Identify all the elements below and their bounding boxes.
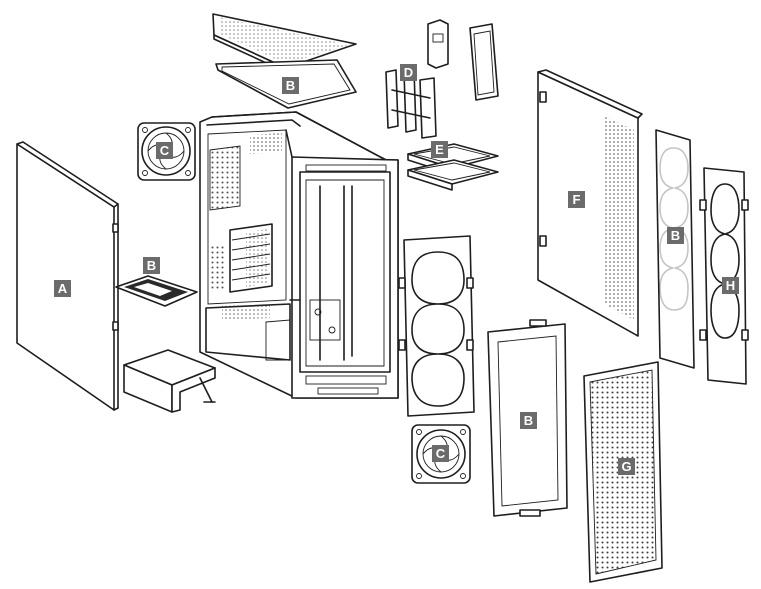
callout-h: H: [722, 277, 739, 294]
side-fan-filter: [655, 129, 695, 369]
side-radiator-bracket: [699, 167, 749, 385]
callout-d: D: [400, 64, 417, 81]
callout-c-top-fan: C: [156, 142, 173, 159]
expansion-slots: [229, 223, 273, 293]
psu-shroud-cover: [123, 349, 216, 413]
main-chassis: [199, 111, 399, 399]
bottom-dust-filter: [115, 275, 198, 307]
callout-c-front-fan: C: [432, 445, 449, 462]
callout-a: A: [54, 280, 71, 297]
callout-b-side-filter: B: [667, 227, 684, 244]
callout-b-front-filter: B: [520, 412, 537, 429]
left-side-panel: [16, 141, 119, 411]
callout-f: F: [568, 191, 585, 208]
ssd-trays: [407, 143, 499, 191]
callout-e: E: [431, 141, 448, 158]
callout-b-top-filter: B: [282, 77, 299, 94]
right-side-panel: [537, 69, 643, 337]
callout-g: G: [618, 458, 635, 475]
front-fan-bracket: [398, 235, 475, 417]
callout-b-bottom-filter: B: [143, 257, 160, 274]
drive-brackets: [385, 19, 499, 139]
